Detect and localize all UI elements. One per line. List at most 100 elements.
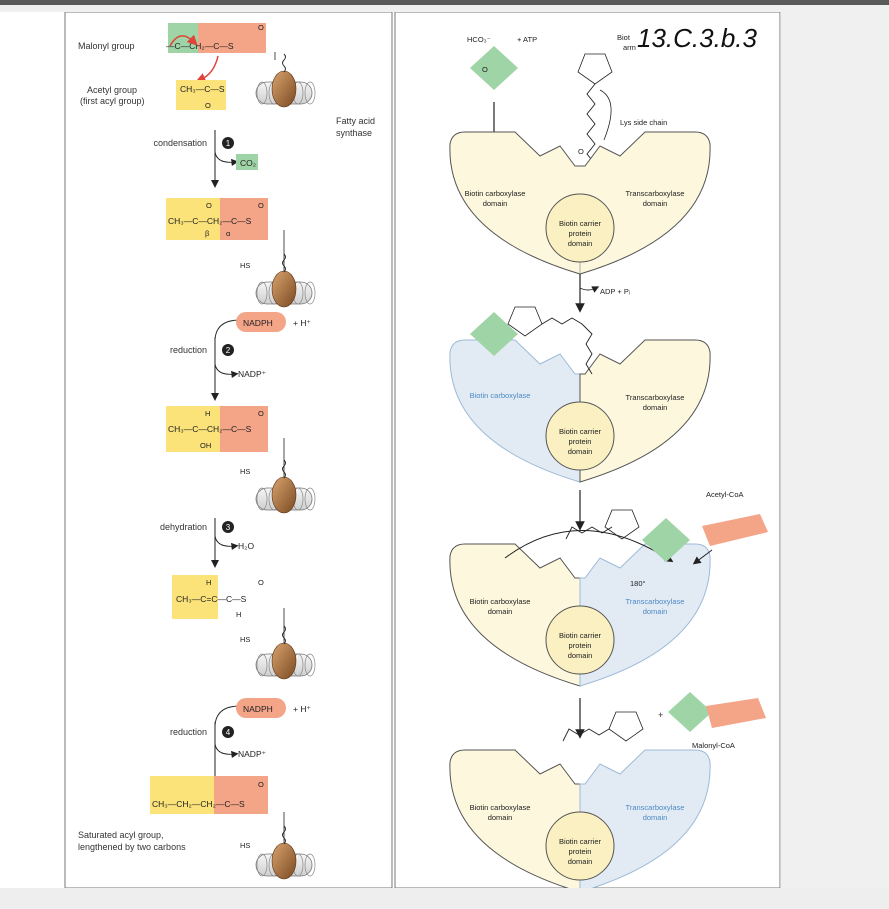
nadp-product-2: NADP⁺ <box>238 749 267 759</box>
step-2-badge <box>222 344 234 356</box>
svg-text:3: 3 <box>226 523 231 532</box>
svg-text:O: O <box>258 201 264 210</box>
hydroxyacyl-salmon-box <box>220 406 268 452</box>
svg-text:domain: domain <box>483 199 508 208</box>
svg-text:domain: domain <box>568 857 593 866</box>
synthase-label: synthase <box>336 128 372 138</box>
electron-arrow-2 <box>195 55 219 83</box>
acetyl-box <box>176 80 226 110</box>
lys-side-chain-label: Lys side chain <box>620 118 667 127</box>
svg-text:HS: HS <box>240 635 250 644</box>
rotation-arrow <box>504 530 674 563</box>
svg-text:O: O <box>258 780 264 789</box>
enzyme-panel-1: Biotin carboxylase domain Transcarboxyla… <box>449 131 711 275</box>
svg-text:domain: domain <box>568 651 593 660</box>
svg-text:H: H <box>236 610 241 619</box>
first-acyl-label: (first acyl group) <box>80 96 145 106</box>
rotation-label: 180° <box>630 579 646 588</box>
enoyl-formula: CH₃—C=C—C—S <box>176 594 247 604</box>
malonyl-oxygen: O <box>258 23 264 32</box>
biotin-ring-2 <box>507 306 543 337</box>
carrier-domain-1 <box>545 193 615 263</box>
ketoacyl-yellow-box <box>166 198 220 240</box>
svg-text:+ H⁺: + H⁺ <box>293 318 311 328</box>
svg-text:NADPH: NADPH <box>243 704 273 714</box>
step-4-badge <box>222 726 234 738</box>
svg-text:HS: HS <box>240 467 250 476</box>
svg-text:Biotin carrier: Biotin carrier <box>559 219 602 228</box>
svg-text:OH: OH <box>200 441 211 450</box>
svg-text:Transcarboxylase: Transcarboxylase <box>626 803 685 812</box>
svg-text:domain: domain <box>568 239 593 248</box>
figure-panel: Malonyl group —C—CH₂—C—S O Acetyl group … <box>0 11 781 893</box>
hydroxyacyl-yellow-box <box>166 406 220 452</box>
enzyme-panel-3: Biotin carboxylase domain Transcarboxyla… <box>449 543 711 687</box>
ketoacyl-salmon-box <box>220 198 268 240</box>
step-3-badge <box>222 521 234 533</box>
svg-text:O: O <box>206 201 212 210</box>
hco3-label: HCO₃⁻ <box>467 35 491 44</box>
svg-text:+ H⁺: + H⁺ <box>293 704 311 714</box>
svg-text:domain: domain <box>488 607 513 616</box>
enoyl-yellow-box <box>172 575 218 619</box>
acetyl-coa-shape <box>702 514 768 546</box>
atp-label: + ATP <box>517 35 537 44</box>
biotin-ring-3 <box>604 509 640 540</box>
lengthened-label: lengthened by two carbons <box>78 842 186 852</box>
svg-text:2: 2 <box>226 346 231 355</box>
saturated-formula: CH₃—CH₂—CH₂—C—S <box>152 799 245 809</box>
hydroxyacyl-formula: CH₃—C—CH₂—C—S <box>168 424 252 434</box>
biotin-label: Biot <box>617 33 631 42</box>
svg-text:protein: protein <box>569 229 592 238</box>
saturated-label: Saturated acyl group, <box>78 830 164 840</box>
svg-text:domain: domain <box>643 403 668 412</box>
adp-pi-label: ADP + Pᵢ <box>600 287 630 296</box>
svg-text:Biotin carrier: Biotin carrier <box>559 427 602 436</box>
carrier-domain-2 <box>545 401 615 471</box>
arm-label: arm <box>623 43 636 52</box>
svg-text:O: O <box>578 147 584 156</box>
svg-text:Biotin carrier: Biotin carrier <box>559 837 602 846</box>
svg-text:domain: domain <box>643 813 668 822</box>
svg-text:NADPH: NADPH <box>243 318 273 328</box>
svg-text:Biotin carboxylase: Biotin carboxylase <box>470 803 531 812</box>
acetyl-formula: CH₃—C—S <box>180 84 225 94</box>
malonyl-formula: —C—CH₂—C—S <box>166 41 234 51</box>
co2-product-box <box>236 154 258 170</box>
malonyl-coa-label: Malonyl-CoA <box>692 741 735 750</box>
svg-text:protein: protein <box>569 847 592 856</box>
step-1-badge <box>222 137 234 149</box>
plus-sign: + <box>658 710 663 720</box>
h2o-product: H₂O <box>238 541 254 551</box>
acetyl-group-label: Acetyl group <box>87 85 137 95</box>
fatty-acid-synthesis-panel: Malonyl group —C—CH₂—C—S O Acetyl group … <box>78 23 375 880</box>
top-bar <box>0 0 889 5</box>
svg-text:4: 4 <box>226 728 231 737</box>
figure-code: 13.C.3.b.3 <box>637 23 758 53</box>
svg-text:HS: HS <box>240 841 250 850</box>
step-3-label: dehydration <box>160 522 207 532</box>
fas-5 <box>255 825 316 880</box>
alpha-label: α <box>226 229 231 238</box>
fas-4 <box>255 625 316 680</box>
biotin-ring-4 <box>608 711 644 742</box>
fas-2 <box>255 253 316 308</box>
step-2-label: reduction <box>170 345 207 355</box>
nadph-pill-2 <box>236 698 286 718</box>
nadp-product-1: NADP⁺ <box>238 369 267 379</box>
malonyl-box <box>198 23 266 53</box>
nadph-pill-1 <box>236 312 286 332</box>
malonyl-coa-carboxyl <box>668 692 712 732</box>
carboxy-diamond-3 <box>642 518 690 562</box>
co2-product: CO₂ <box>240 158 256 168</box>
svg-text:Transcarboxylase: Transcarboxylase <box>626 597 685 606</box>
svg-text:domain: domain <box>568 447 593 456</box>
svg-text:1: 1 <box>226 139 231 148</box>
saturated-yellow-box <box>150 776 214 814</box>
svg-text:H: H <box>206 578 211 587</box>
svg-text:H: H <box>205 409 210 418</box>
bicarbonate-diamond <box>470 46 518 90</box>
svg-text:Biotin carboxylase: Biotin carboxylase <box>470 391 531 400</box>
step-1-label: condensation <box>153 138 207 148</box>
svg-text:protein: protein <box>569 437 592 446</box>
